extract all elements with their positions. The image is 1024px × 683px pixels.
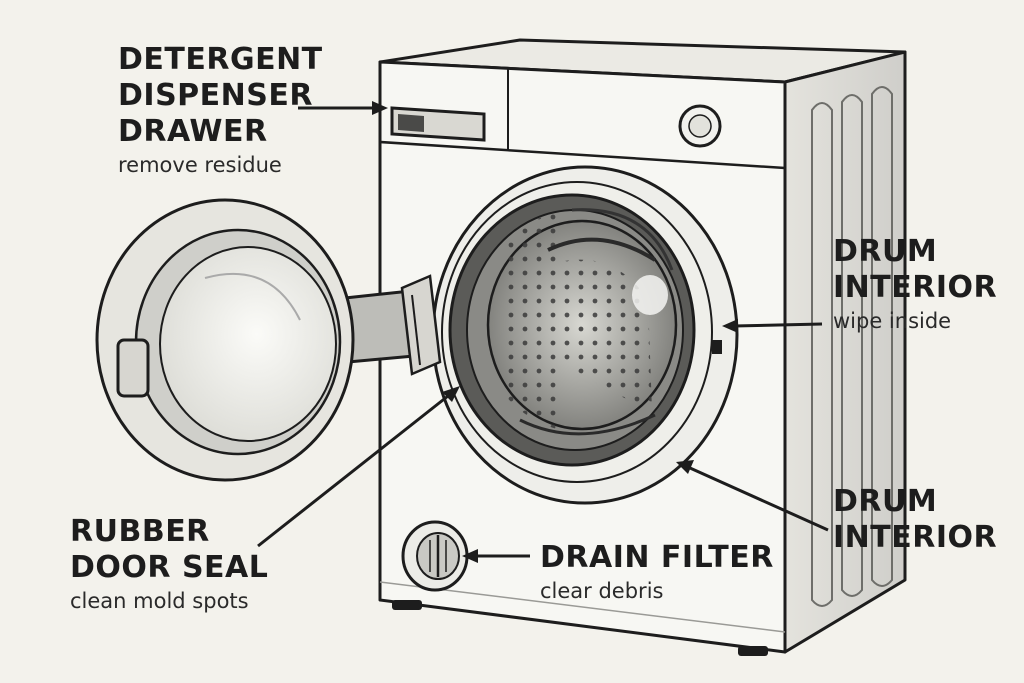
callout-drum-interior-upper: DRUM INTERIOR wipe inside xyxy=(833,234,1013,334)
callout-title: DRUM xyxy=(833,234,938,269)
callout-drain-filter: DRAIN FILTER clear debris xyxy=(540,540,800,604)
callout-note: remove residue xyxy=(118,153,282,177)
machine-side-panel xyxy=(783,50,907,654)
drain-filter[interactable] xyxy=(401,520,469,592)
callout-title: DRUM xyxy=(833,484,938,519)
callout-note: wipe inside xyxy=(833,309,952,333)
callout-title: RUBBER xyxy=(70,514,210,549)
callout-title: DOOR SEAL xyxy=(70,550,269,585)
callout-title: DRAWER xyxy=(118,114,268,149)
callout-drum-interior-lower: DRUM INTERIOR xyxy=(833,484,1013,556)
callout-title: INTERIOR xyxy=(833,520,998,555)
callout-title: DISPENSER xyxy=(118,78,313,113)
callout-note: clear debris xyxy=(540,579,664,603)
door-hinge xyxy=(343,274,442,376)
callout-rubber-door-seal: RUBBER DOOR SEAL clean mold spots xyxy=(70,514,320,614)
drum-interior xyxy=(486,208,722,436)
callout-title: INTERIOR xyxy=(833,270,998,305)
leader-lines xyxy=(257,101,829,563)
callout-note: clean mold spots xyxy=(70,589,249,613)
callout-title: DETERGENT xyxy=(118,42,323,77)
callout-detergent-drawer: DETERGENT DISPENSER DRAWER remove residu… xyxy=(118,42,348,178)
callout-title: DRAIN FILTER xyxy=(540,540,774,575)
open-door[interactable] xyxy=(95,198,355,482)
detergent-drawer[interactable] xyxy=(390,106,486,142)
control-knob[interactable] xyxy=(678,104,722,148)
